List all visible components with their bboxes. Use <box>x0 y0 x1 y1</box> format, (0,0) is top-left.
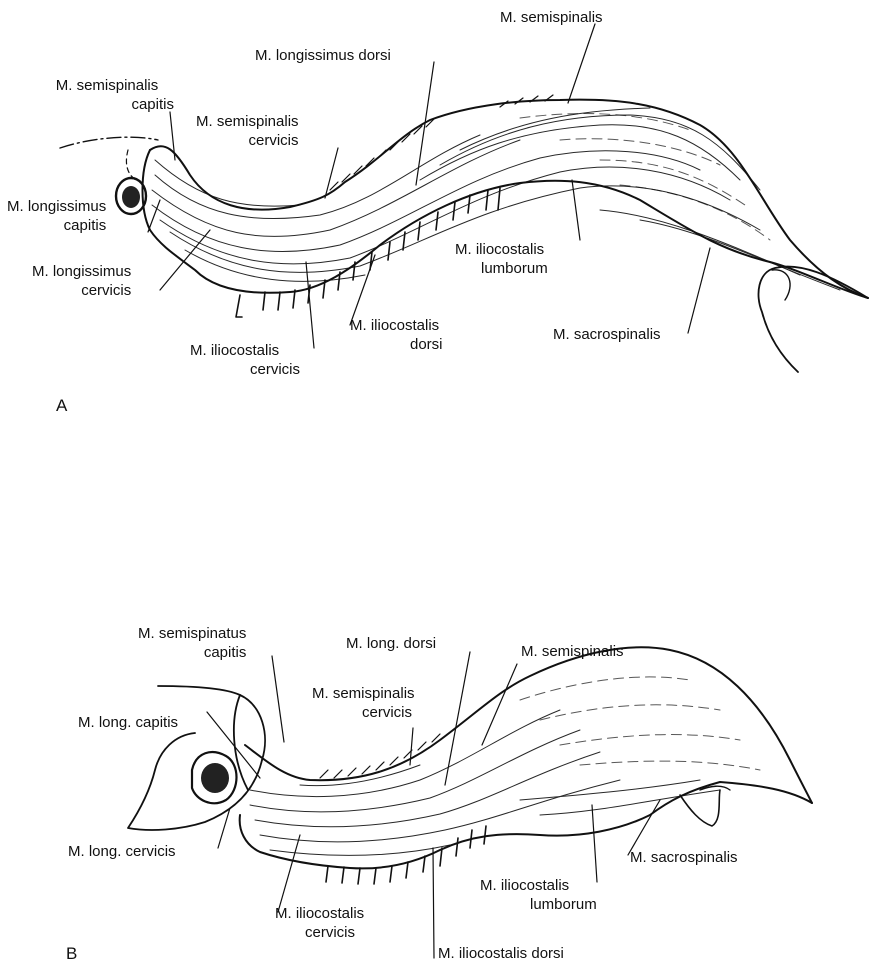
label-b-iliocostalis-dorsi: M. iliocostalis dorsi <box>438 944 564 963</box>
label-a-iliocostalis-dorsi: M. iliocostalis dorsi <box>350 316 443 354</box>
label-line: M. longissimus <box>32 262 131 281</box>
label-b-semispinatus-capitis: M. semispinatus capitis <box>138 624 246 662</box>
label-line: M. iliocostalis <box>190 341 300 360</box>
label-line: dorsi <box>350 335 443 354</box>
label-line: cervicis <box>196 131 299 150</box>
label-line: M. iliocostalis <box>350 316 443 335</box>
panel-b-drawing <box>128 647 812 958</box>
label-line: cervicis <box>32 281 131 300</box>
skull-dashed-a <box>126 150 136 180</box>
skull-outline-a <box>60 137 158 148</box>
label-line: cervicis <box>312 703 415 722</box>
label-line: M. semispinatus <box>138 624 246 643</box>
panel-a-letter: A <box>56 396 67 416</box>
label-b-iliocostalis-cervicis: M. iliocostalis cervicis <box>275 904 364 942</box>
label-a-longissimus-cervicis: M. longissimus cervicis <box>32 262 131 300</box>
label-line: capitis <box>7 216 106 235</box>
label-b-long-cervicis: M. long. cervicis <box>68 842 176 861</box>
label-a-semispinalis-capitis: M. semispinalis capitis <box>32 76 182 114</box>
label-line: M. longissimus <box>7 197 106 216</box>
label-line: M. iliocostalis <box>275 904 364 923</box>
label-line: M. semispinalis <box>32 76 182 95</box>
label-line: cervicis <box>190 360 300 379</box>
label-a-iliocostalis-cervicis: M. iliocostalis cervicis <box>190 341 300 379</box>
label-line: M. semispinalis <box>196 112 299 131</box>
label-line: M. iliocostalis <box>455 240 548 259</box>
label-b-sacrospinalis: M. sacrospinalis <box>630 848 738 867</box>
label-a-sacrospinalis: M. sacrospinalis <box>553 325 661 344</box>
label-line: cervicis <box>275 923 364 942</box>
label-line: lumborum <box>480 895 597 914</box>
label-line: capitis <box>138 643 246 662</box>
label-b-long-dorsi: M. long. dorsi <box>346 634 436 653</box>
pelvis-a <box>758 267 868 372</box>
label-line: lumborum <box>455 259 548 278</box>
label-line: M. semispinalis <box>312 684 415 703</box>
label-a-longissimus-dorsi: M. longissimus dorsi <box>255 46 391 65</box>
label-line: capitis <box>32 95 182 114</box>
label-b-semispinalis: M. semispinalis <box>521 642 624 661</box>
label-b-long-capitis: M. long. capitis <box>78 713 178 732</box>
label-b-semispinalis-cervicis: M. semispinalis cervicis <box>312 684 415 722</box>
label-a-semispinalis-cervicis: M. semispinalis cervicis <box>196 112 299 150</box>
panel-b-letter: B <box>66 944 77 964</box>
label-a-longissimus-capitis: M. longissimus capitis <box>7 197 106 235</box>
label-a-iliocostalis-lumborum: M. iliocostalis lumborum <box>455 240 548 278</box>
label-line: M. iliocostalis <box>480 876 597 895</box>
label-a-semispinalis: M. semispinalis <box>500 8 603 27</box>
label-b-iliocostalis-lumborum: M. iliocostalis lumborum <box>480 876 597 914</box>
